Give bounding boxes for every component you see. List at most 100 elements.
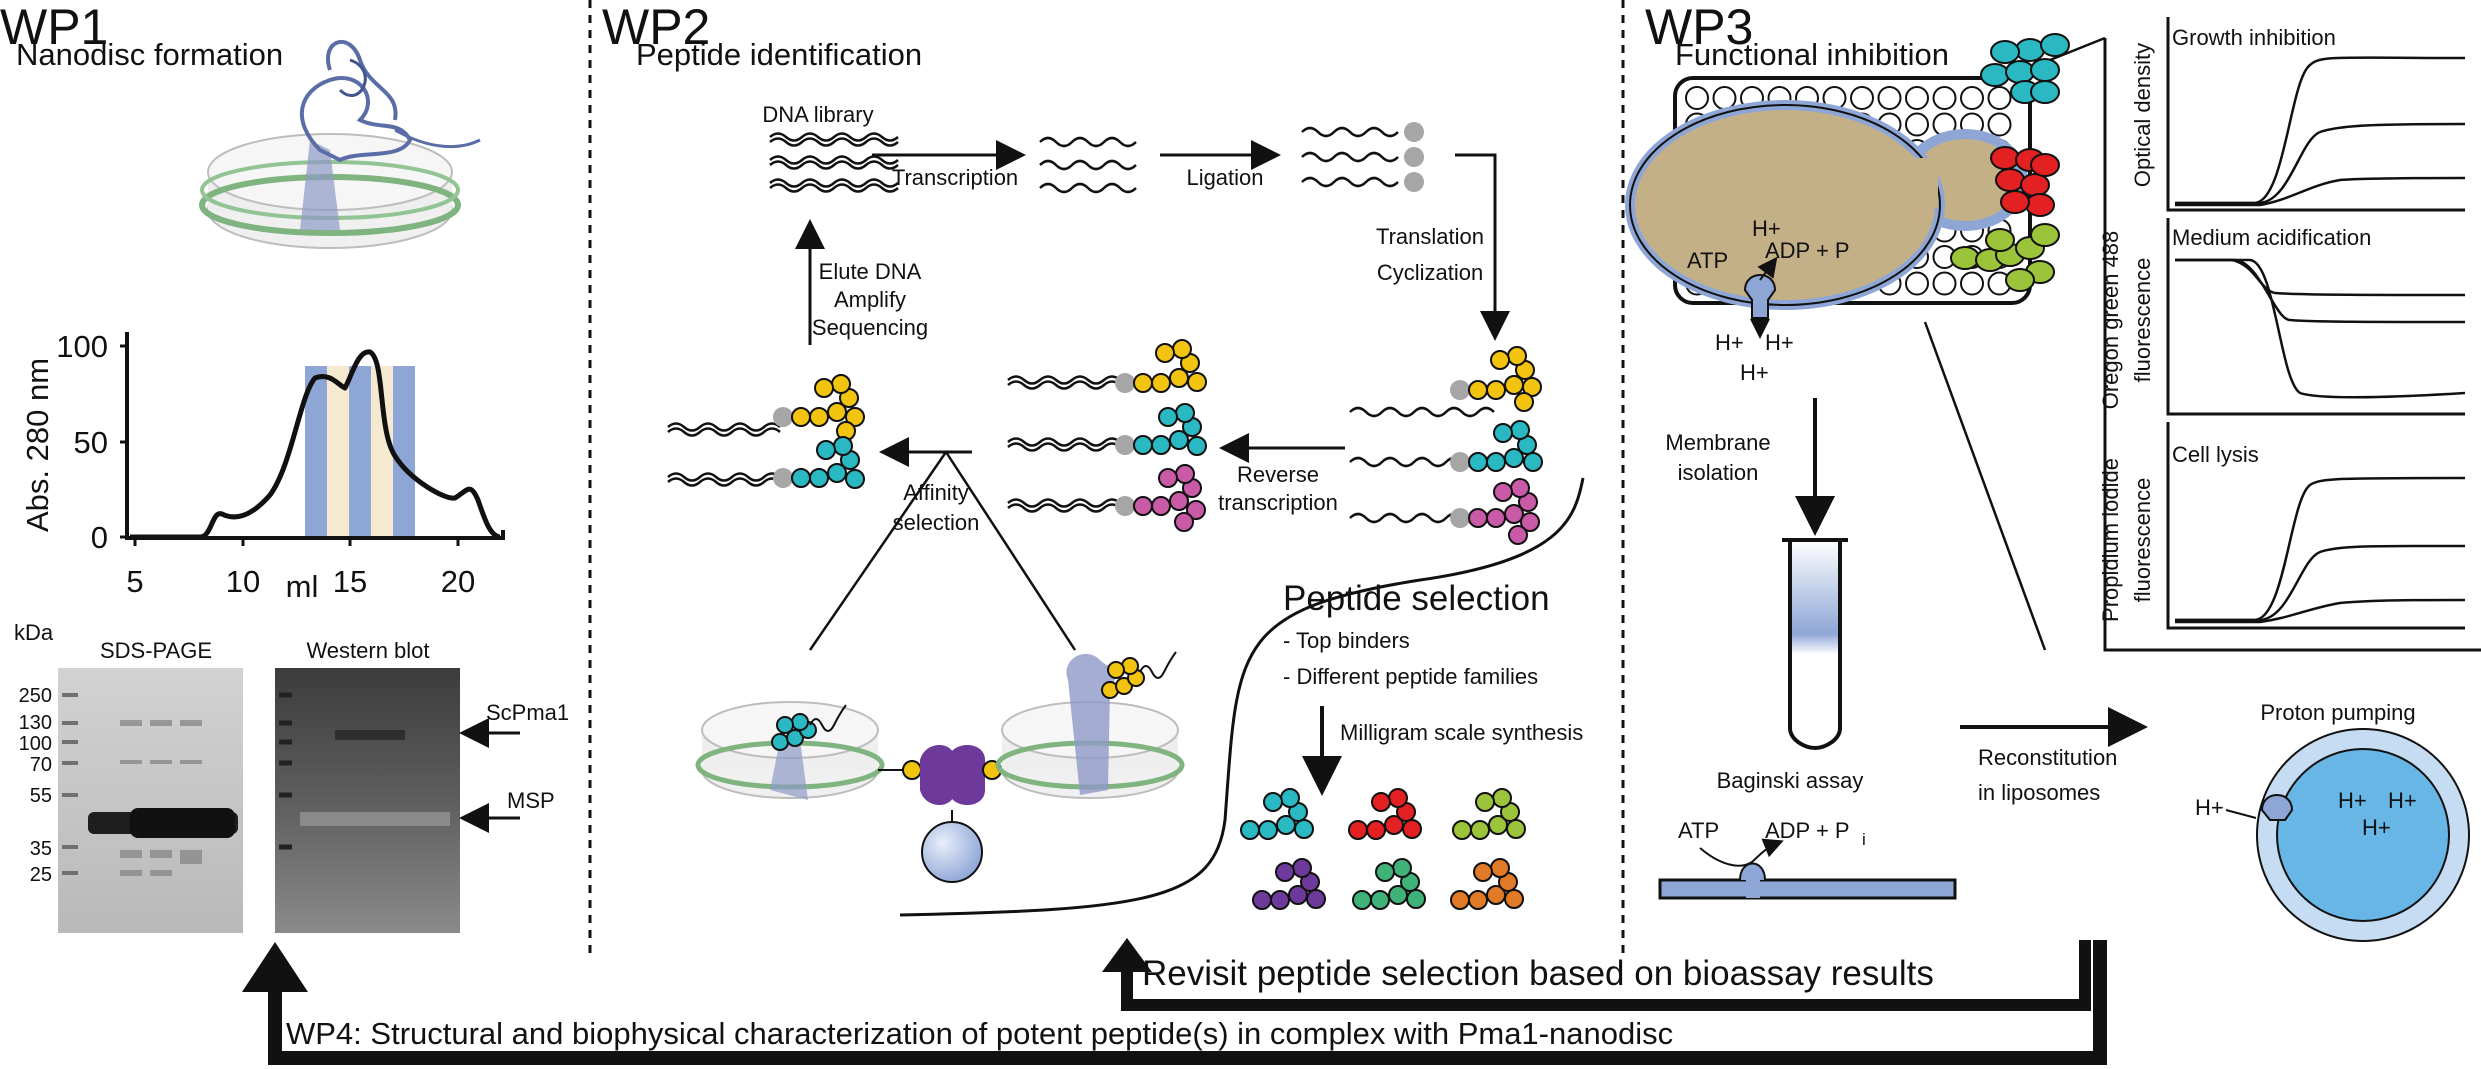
acid-curve-3 — [2175, 258, 2466, 297]
assay-panels: Growth inhibition Optical density Medium… — [2098, 17, 2481, 652]
plate-well — [1932, 86, 1957, 110]
wp4-label: WP4: Structural and biophysical characte… — [286, 1016, 1673, 1051]
plate-well — [1960, 271, 1984, 296]
baginski-atp: ATP — [1678, 818, 1719, 843]
ligation-label: Ligation — [1186, 165, 1263, 190]
plate-well — [1987, 112, 2012, 137]
plate-well — [1712, 86, 1737, 110]
plate-well — [1850, 86, 1874, 110]
lane-1 — [305, 366, 327, 538]
marker-250: 250 — [19, 685, 52, 707]
lysis-curve-2 — [2175, 544, 2466, 622]
sds-page-title: SDS-PAGE — [100, 638, 212, 663]
plate-well — [1685, 86, 1709, 110]
growth-curve-1 — [2175, 56, 2466, 205]
wp2-subtitle: Peptide identification — [636, 37, 922, 72]
panel-acidification-ylabel-1: Oregon green 488 — [2098, 231, 2123, 410]
sec-ylabel: Abs. 280 nm — [20, 358, 55, 532]
sec-xtick-10: 10 — [226, 564, 260, 599]
milligram-synthesis-label: Milligram scale synthesis — [1340, 720, 1583, 745]
gel-unit: kDa — [14, 620, 54, 645]
lane-3 — [349, 366, 371, 538]
acid-curve-2 — [2175, 258, 2466, 399]
dna-library — [769, 132, 899, 193]
lane-5 — [393, 366, 415, 538]
selection-item-top-binders: - Top binders — [1283, 628, 1410, 653]
lysis-curve-1 — [2175, 476, 2466, 622]
acid-curve-1 — [2175, 258, 2466, 324]
selected-fusions — [667, 374, 865, 489]
sec-ytick-50: 50 — [74, 425, 108, 460]
wp1-heading: WP1 — [0, 0, 108, 55]
baginski-membrane — [1658, 862, 1957, 900]
cell-hplus-top: H+ — [1752, 216, 1781, 241]
plate-well — [1905, 86, 1929, 110]
peptide-teal — [1468, 420, 1543, 472]
growth-curve-3 — [2175, 176, 2466, 207]
western-blot-title: Western blot — [306, 638, 429, 663]
revisit-label: Revisit peptide selection based on bioas… — [1142, 954, 1934, 993]
amplify-label: Amplify — [834, 287, 906, 312]
cell-atp: ATP — [1687, 248, 1728, 273]
selection-item-families: - Different peptide families — [1283, 664, 1538, 689]
gel-panel: kDa SDS-PAGE Western blot — [14, 620, 569, 933]
peptide-selection-title: Peptide selection — [1283, 579, 1550, 618]
peptide-yellow — [1468, 346, 1542, 412]
wp4-arrowhead — [242, 942, 308, 992]
plate-peptides — [1950, 33, 2070, 292]
cell-hplus-out-3: H+ — [1740, 360, 1769, 385]
plate-well — [1987, 86, 2012, 110]
growth-curve-2 — [2175, 122, 2466, 205]
lipo-hplus-out: H+ — [2195, 795, 2224, 820]
sec-ytick-100: 100 — [56, 329, 108, 364]
panel-growth-title: Growth inhibition — [2172, 25, 2336, 50]
translation-label: Translation — [1376, 224, 1484, 249]
liposome — [2256, 728, 2470, 942]
lane-4 — [371, 366, 393, 538]
marker-55: 55 — [30, 785, 52, 807]
affinity-selection-label: selection — [893, 510, 980, 535]
marker-100: 100 — [19, 733, 52, 755]
feedback-arrows — [242, 938, 2107, 1065]
wp2-heading: WP2 — [602, 0, 710, 55]
plate-well — [1905, 112, 1929, 137]
mrna-puromycin — [1301, 122, 1424, 192]
mrna-library — [1039, 136, 1137, 194]
cell-hplus-out-1: H+ — [1715, 330, 1744, 355]
panel-lysis-ylabel-2: fluorescence — [2130, 478, 2155, 603]
dna-library-label: DNA library — [762, 102, 873, 127]
proton-pump — [1743, 274, 1777, 319]
selection-nanodiscs — [695, 651, 1185, 883]
sec-xtick-5: 5 — [126, 564, 143, 599]
marker-130: 130 — [19, 712, 52, 734]
transcription-label: Transcription — [892, 165, 1018, 190]
panel-lysis-ylabel-1: Propidium iodide — [2098, 458, 2123, 622]
reconstitution-label: Reconstitution — [1978, 745, 2117, 770]
proton-pumping-label: Proton pumping — [2260, 700, 2415, 725]
baginski-sub: i — [1862, 830, 1866, 849]
sec-xtick-20: 20 — [441, 564, 475, 599]
sec-ytick-0: 0 — [91, 520, 108, 555]
lane-2 — [327, 366, 349, 538]
wp3-subtitle: Functional inhibition — [1675, 37, 1949, 72]
plate-well — [1905, 271, 1929, 296]
cell-adp: ADP + P — [1765, 238, 1850, 263]
in-liposomes-label: in liposomes — [1978, 780, 2100, 805]
cdna-peptide-fusions — [1007, 339, 1207, 532]
wp1-subtitle: Nanodisc formation — [16, 37, 283, 72]
selection-boundary-curve — [899, 477, 1585, 917]
sds-page-gel — [58, 668, 243, 933]
gel-marker-labels: 250 130 100 70 55 35 25 — [19, 685, 52, 886]
western-blot-image — [275, 668, 460, 933]
peptide-magenta — [1468, 478, 1540, 545]
centrifuge-tube — [1782, 538, 1848, 751]
bead — [921, 821, 983, 883]
plate-well — [1960, 86, 1984, 110]
sec-xtick-15: 15 — [333, 564, 367, 599]
cell-hplus-out-2: H+ — [1765, 330, 1794, 355]
panel-growth-ylabel: Optical density — [2130, 43, 2155, 187]
plate-well — [1877, 86, 1902, 110]
band-label-scpma1: ScPma1 — [486, 700, 569, 725]
synthesized-peptides — [1240, 788, 1526, 910]
nanodisc-illustration — [199, 39, 481, 249]
